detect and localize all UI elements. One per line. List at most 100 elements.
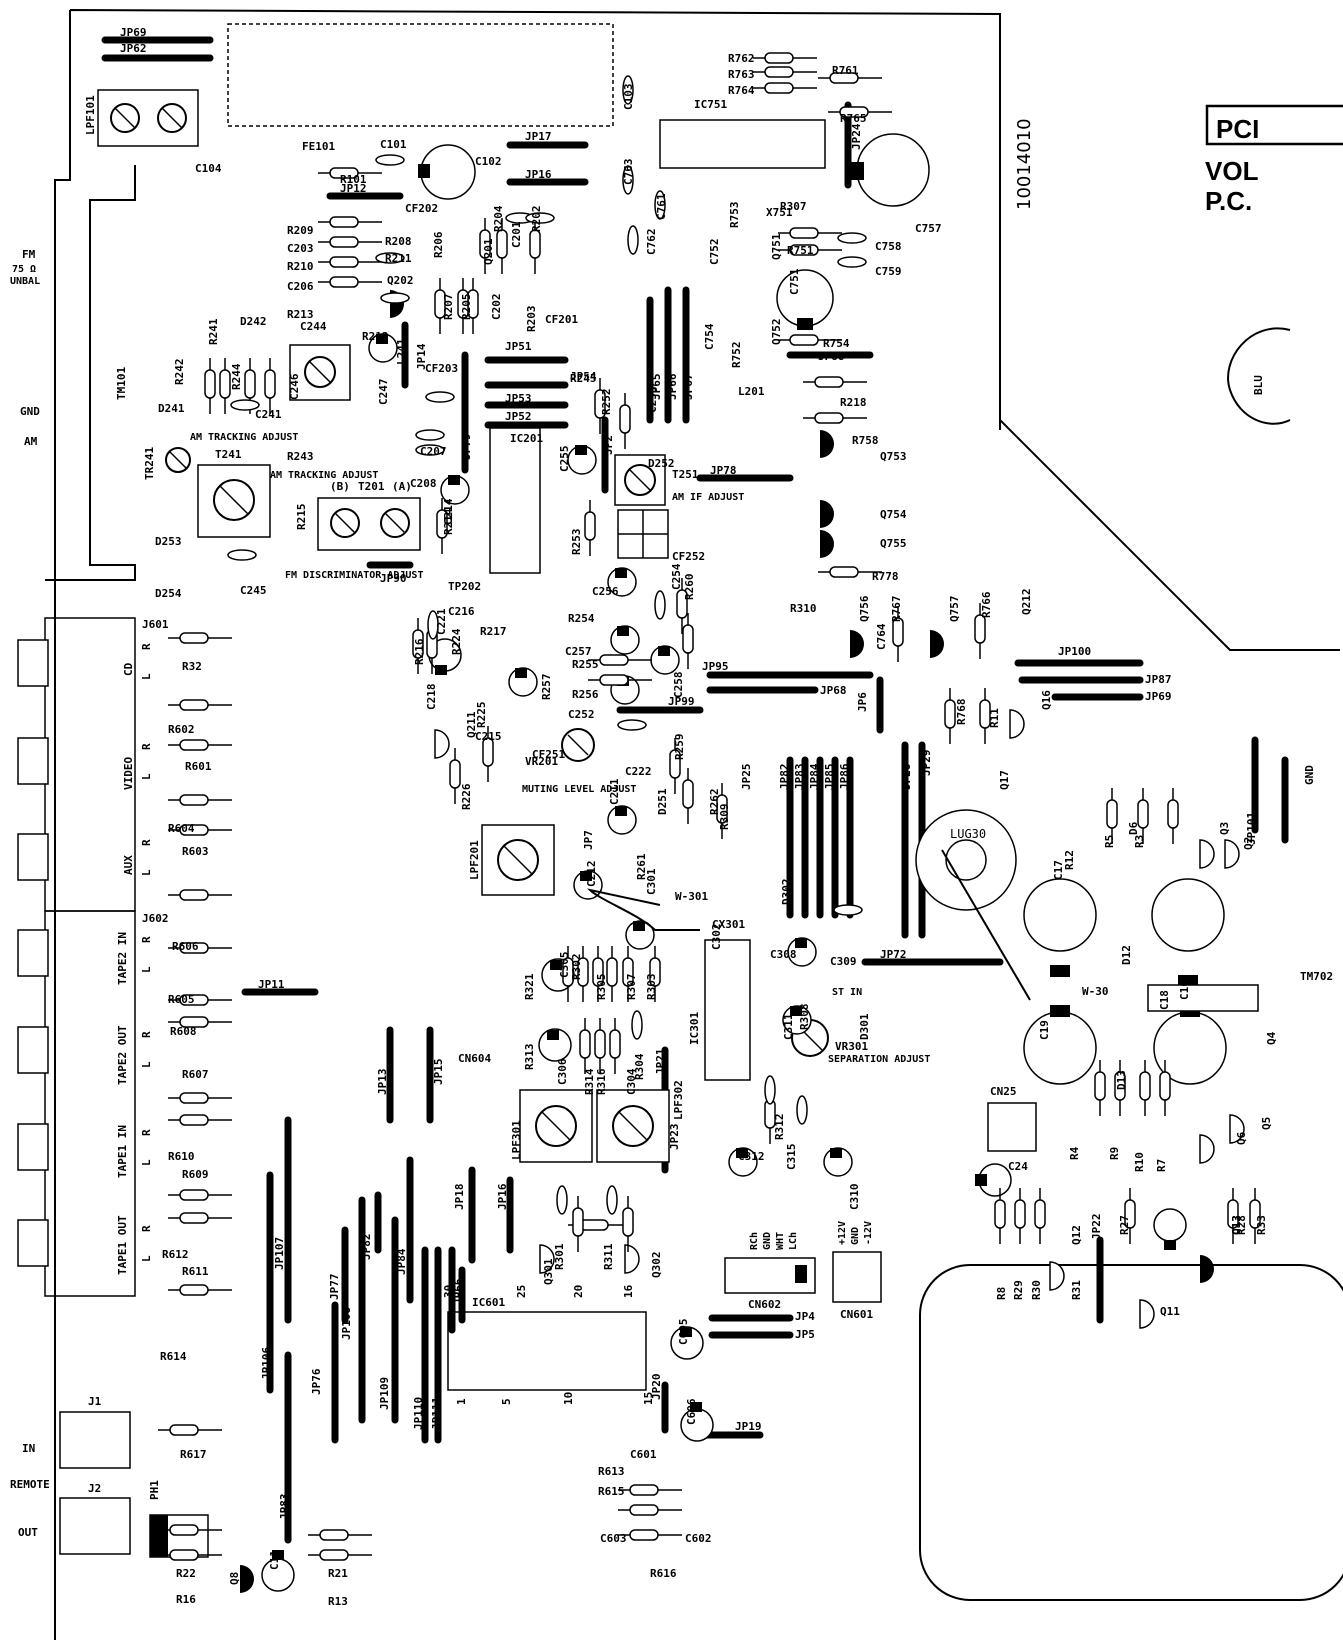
resistor-label: R768	[955, 699, 968, 726]
jumper-label: JP16	[496, 1183, 509, 1210]
capacitor-label: C761	[655, 193, 668, 220]
semiconductor-label: D302	[780, 879, 793, 906]
label-ic751: IC751	[694, 98, 727, 111]
label-tr241: TR241	[143, 447, 156, 480]
jumper-label: JP29	[920, 750, 933, 777]
semiconductor-label: Q751	[770, 233, 783, 260]
jack-panel	[17, 617, 136, 1555]
semiconductor-label: Q202	[387, 274, 414, 287]
label-muting-level: MUTING LEVEL ADJUST	[522, 784, 636, 795]
jumper-label: JP79	[460, 434, 473, 461]
semiconductor-label: Q201	[482, 238, 495, 265]
label-remote: REMOTE	[10, 1478, 50, 1491]
cn601-p12: +12V	[837, 1221, 848, 1245]
label-vr301: VR301	[835, 1040, 868, 1053]
label-cn25: CN25	[990, 1085, 1017, 1098]
jumper-label: JP22	[1090, 1214, 1103, 1241]
capacitor-label: C218	[425, 684, 438, 711]
resistor-label: R202	[530, 206, 543, 233]
resistor-label: R762	[728, 52, 755, 65]
resistor-label: R607	[182, 1068, 209, 1081]
jumper-label: JP85	[823, 764, 836, 791]
semiconductor-label: D251	[656, 788, 669, 815]
semiconductor-label: Q754	[880, 508, 907, 521]
channel-label-r: R	[140, 643, 153, 650]
jumper-label: JP17	[525, 130, 552, 143]
label-t201-b: (B)	[330, 480, 350, 493]
jumper-label: JP52	[505, 410, 532, 423]
ic601-pin-number: 10	[562, 1392, 575, 1405]
capacitor-label: C13	[1230, 1215, 1243, 1235]
capacitor-label: C763	[622, 159, 635, 186]
jumper-label: JP108	[340, 1307, 353, 1340]
resistor-label: R766	[980, 591, 993, 618]
labels: 10014010 PCI VOL P.C. FM 75 Ω UNBAL GND …	[10, 26, 1343, 1608]
resistor-label: R307	[780, 200, 807, 213]
semiconductor-label: Q4	[1265, 1031, 1278, 1045]
resistor-label: R758	[852, 434, 879, 447]
jumper-label: JP53	[505, 392, 532, 405]
channel-label-l: L	[140, 966, 153, 973]
label-t201-a: (A)	[392, 480, 412, 493]
resistor-label: R603	[182, 845, 209, 858]
jumper-label: JP5	[795, 1328, 815, 1341]
jumper-label: JP67	[682, 374, 695, 401]
resistor-label: R203	[525, 306, 538, 333]
capacitor-label: C301	[645, 868, 658, 895]
label-tm702: TM702	[1300, 970, 1333, 983]
resistor-label: R767	[890, 596, 903, 623]
ic601-pin-number: 20	[572, 1285, 585, 1298]
jumper-label: JP19	[735, 1420, 762, 1433]
resistor-label: R765	[840, 112, 867, 125]
capacitor-label: C11	[268, 1550, 281, 1570]
label-am-tracking-1: AM TRACKING ADJUST	[190, 432, 298, 443]
semiconductor-label: D252	[648, 457, 675, 470]
capacitor-label: C203	[287, 242, 314, 255]
capacitor-label: C308	[770, 948, 797, 961]
capacitor-label: C18	[1158, 990, 1171, 1010]
resistor-label: R252	[600, 389, 613, 416]
resistor-label: R313	[523, 1044, 536, 1071]
resistor-label: R16	[176, 1593, 196, 1606]
resistor-label: R310	[790, 602, 817, 615]
resistor-label: R314	[583, 1068, 596, 1095]
jumper-label: JP12	[340, 182, 367, 195]
jumper-label: JP83	[278, 1494, 291, 1521]
label-ic301: IC301	[688, 1012, 701, 1045]
header-line2: VOL	[1205, 156, 1259, 186]
label-st-in: ST IN	[832, 987, 862, 998]
semiconductor-label: Q211	[465, 711, 478, 738]
resistor-label: R609	[182, 1168, 209, 1181]
channel-label-r: R	[140, 1225, 153, 1232]
label-w301: W-301	[675, 890, 708, 903]
capacitor-label: C751	[788, 268, 801, 295]
capacitor-label: C19	[1038, 1020, 1051, 1040]
resistor-label: R8	[995, 1287, 1008, 1300]
label-fe101: FE101	[302, 140, 335, 153]
resistor-label: R302	[570, 954, 583, 981]
resistor-label: R30	[1030, 1280, 1043, 1300]
capacitor-label: C246	[288, 373, 301, 400]
jumper-label: JP77	[328, 1274, 341, 1301]
resistor-label: R304	[633, 1053, 646, 1080]
label-t241: T241	[215, 448, 242, 461]
jack-tape2-in: TAPE2 IN	[116, 932, 129, 985]
label-cf251: CF251	[532, 748, 565, 761]
capacitor-label: C202	[490, 294, 503, 321]
label-lug30: LUG30	[950, 827, 986, 841]
jack-aux: AUX	[122, 855, 135, 875]
resistor-label: R33	[1255, 1215, 1268, 1235]
board-number: 10014010	[1014, 118, 1035, 210]
label-cn602: CN602	[748, 1298, 781, 1311]
label-gnd-right: GND	[1303, 765, 1316, 785]
jumper-label: JP88	[818, 350, 845, 363]
resistor-label: R29	[1012, 1280, 1025, 1300]
jumper-label: JP66	[666, 373, 679, 400]
label-am: AM	[24, 435, 38, 448]
header-line1: PCI	[1216, 114, 1259, 144]
capacitor-label: C601	[630, 1448, 657, 1461]
cn602-wht: WHT	[775, 1232, 786, 1250]
resistor-label: R224	[450, 628, 463, 655]
